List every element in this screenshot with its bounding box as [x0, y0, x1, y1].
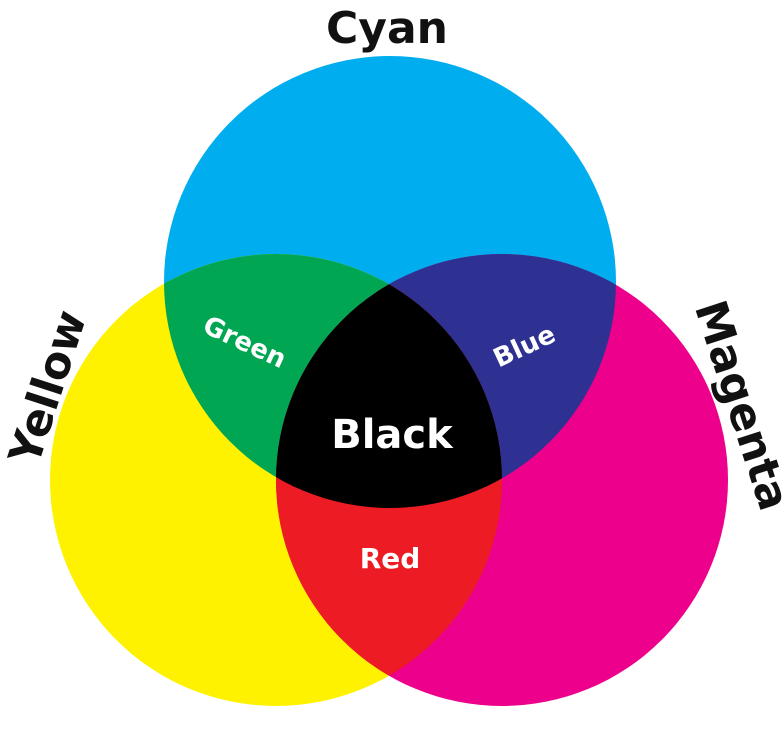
cyan-label: Cyan	[326, 3, 448, 54]
black-region	[276, 254, 502, 508]
red-label: Red	[360, 542, 421, 575]
black-label: Black	[331, 412, 454, 458]
